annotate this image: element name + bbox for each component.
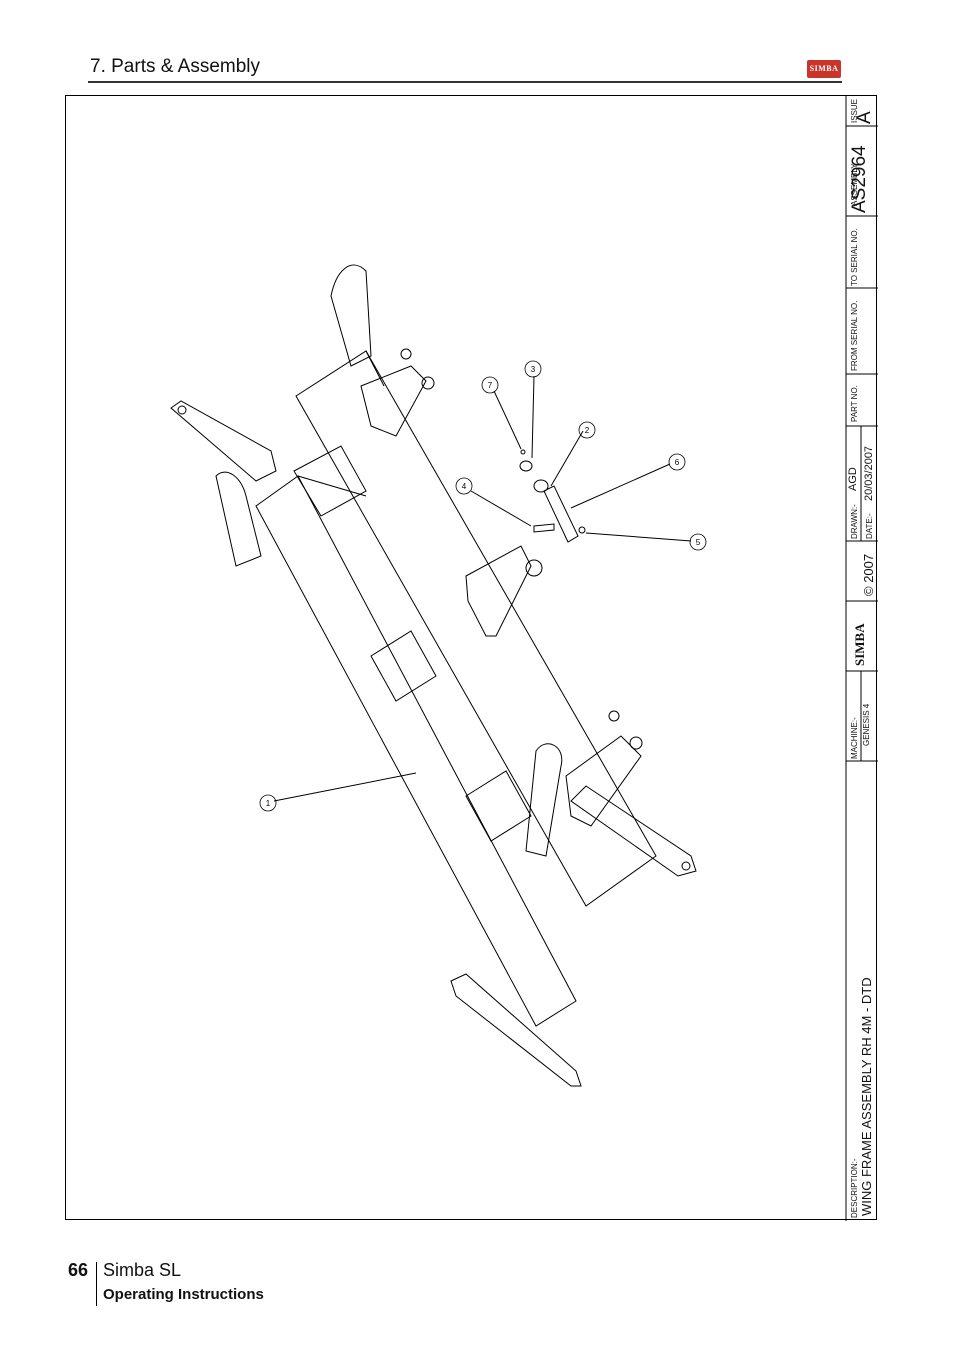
product-name: Simba SL	[103, 1260, 182, 1280]
cross-member-3	[465, 770, 532, 842]
main-beam-front	[295, 350, 657, 907]
drawn-label: DRAWN:-	[850, 504, 859, 539]
callout-1-balloon	[259, 794, 277, 812]
drawing-frame: 1 2 3 4 5 6 7 DESCRIPTION:- WING FRAME A…	[65, 95, 878, 1221]
drawn-by: AGD	[847, 467, 859, 491]
copyright: © 2007	[861, 553, 876, 596]
assembly-number: AS2964	[849, 145, 870, 213]
from-serial-label: FROM SERIAL NO.	[850, 300, 859, 371]
lower-pivot-plate	[565, 735, 642, 827]
callout-2-balloon	[578, 421, 596, 439]
wing-frame-drawing: 1 2 3 4 5 6 7	[170, 96, 878, 1221]
callout-5-balloon	[689, 533, 707, 551]
issue: A	[854, 111, 875, 124]
nut	[519, 460, 533, 472]
callout-6: 6	[675, 458, 680, 467]
document-subtitle: Operating Instructions	[103, 1286, 264, 1303]
description: WING FRAME ASSEMBLY RH 4M - DTD	[859, 977, 874, 1216]
callout-5: 5	[696, 538, 701, 547]
to-serial-label: TO SERIAL NO.	[850, 228, 859, 286]
linch-pin	[533, 523, 555, 533]
grease-nipple	[578, 526, 586, 534]
machine-label: MACHINE:-	[850, 717, 859, 759]
callout-1: 1	[266, 799, 271, 808]
date: 20/03/2007	[863, 445, 875, 501]
pivot-pin	[543, 485, 579, 543]
callout-3: 3	[531, 365, 536, 374]
callout-3-balloon	[524, 360, 542, 378]
part-no-label: PART NO.	[850, 385, 859, 422]
top-bracket	[330, 264, 372, 367]
callout-4: 4	[462, 482, 467, 491]
callout-7-balloon	[481, 376, 499, 394]
title-block	[845, 96, 878, 1221]
foot-plate	[525, 743, 563, 857]
left-tine	[215, 471, 262, 567]
right-arm	[570, 785, 697, 877]
washer	[533, 479, 549, 493]
cross-member-2	[370, 630, 437, 702]
top-pivot-plate	[360, 365, 427, 437]
brand-mark: SIMBA	[852, 623, 867, 666]
callout-4-balloon	[455, 477, 473, 495]
footer-divider	[96, 1262, 97, 1306]
header-rule	[88, 81, 842, 83]
left-arm	[170, 400, 277, 482]
wing-frame	[170, 264, 697, 1087]
page-number: 66	[68, 1260, 89, 1280]
split-pin	[520, 449, 526, 455]
main-beam-rear	[255, 475, 577, 1027]
simba-logo: SIMBA	[807, 60, 841, 78]
callout-6-balloon	[668, 453, 686, 471]
section-title: 7. Parts & Assembly	[90, 56, 261, 77]
date-label: DATE:-	[865, 513, 874, 539]
cross-member-1	[293, 445, 367, 517]
bottom-tine	[450, 973, 582, 1087]
middle-pivot-plate	[465, 545, 532, 637]
callout-7: 7	[488, 381, 493, 390]
machine: GENESIS 4	[862, 703, 871, 746]
description-label: DESCRIPTION:-	[850, 1158, 859, 1218]
callout-2: 2	[585, 426, 590, 435]
callouts	[259, 360, 707, 812]
